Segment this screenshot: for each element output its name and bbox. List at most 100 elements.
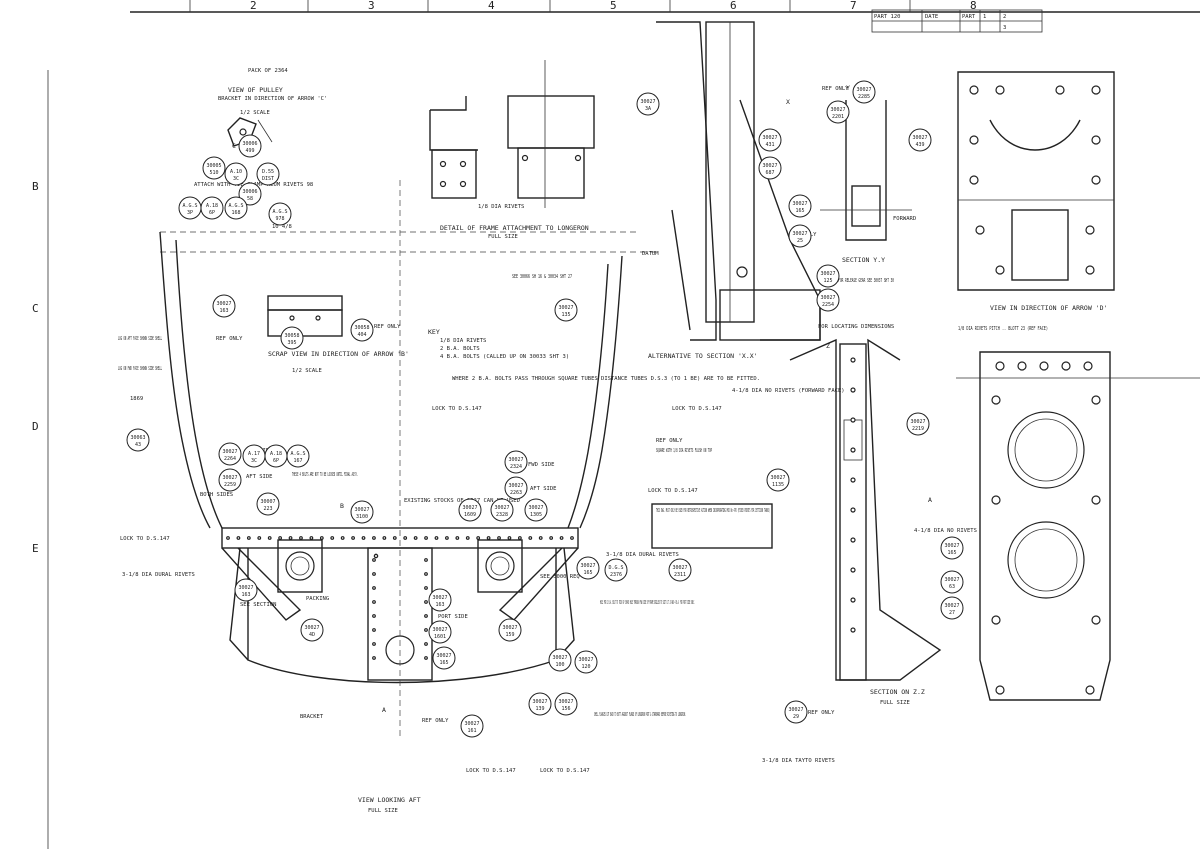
balloon-id: 30027 bbox=[912, 135, 927, 141]
balloon-id: 30027 bbox=[304, 625, 319, 631]
balloon-sub: 431 bbox=[765, 142, 774, 148]
balloon-sub: 167 bbox=[293, 458, 302, 464]
balloon-sub: 2201 bbox=[832, 114, 844, 120]
balloon-id: 30027 bbox=[464, 721, 479, 727]
balloon-id: 30058 bbox=[354, 325, 369, 331]
balloon-id: 30027 bbox=[640, 99, 655, 105]
key-3: 4 B.A. BOLTS (CALLED UP ON 30033 SHT 3) bbox=[440, 354, 569, 360]
balloon-id: 30006 bbox=[242, 141, 257, 147]
balloon-sub: 2285 bbox=[858, 94, 870, 100]
key-2: 2 B.A. BOLTS bbox=[440, 346, 480, 352]
four-rivets-note-b: 4-1/8 DIA NO RIVETS bbox=[914, 528, 977, 534]
grid-col-2: 2 bbox=[250, 0, 257, 12]
balloon-sub: 135 bbox=[561, 312, 570, 318]
balloon-sub: 499 bbox=[245, 148, 254, 154]
both-sides-label: BOTH SIDES bbox=[200, 492, 233, 498]
lock-note-5: LOCK TO D.S.147 bbox=[466, 768, 516, 774]
balloon-sub: 100 bbox=[555, 662, 564, 668]
ref-only-6: REF ONLY bbox=[808, 710, 835, 716]
balloon-id: 30027 bbox=[672, 565, 687, 571]
balloon-sub: 4D bbox=[309, 632, 315, 638]
balloon-sub: 163 bbox=[219, 308, 228, 314]
pulley-title: VIEW OF PULLEY bbox=[228, 86, 283, 94]
right-bracket-view bbox=[956, 351, 1200, 701]
balloon-id: 30027 bbox=[462, 505, 477, 511]
balloon-sub: 2264 bbox=[224, 456, 236, 462]
title-cell-6: 3 bbox=[1003, 25, 1006, 31]
balloon-id: 30027 bbox=[788, 707, 803, 713]
title-cell-5: 2 bbox=[1003, 14, 1006, 20]
balloon-sub: 6P bbox=[209, 210, 215, 216]
balloon-sub: 1135 bbox=[772, 482, 784, 488]
balloon-sub: 25 bbox=[797, 238, 803, 244]
grid-col-4: 4 bbox=[488, 0, 495, 12]
section-zz-title: SECTION ON Z.Z bbox=[870, 688, 925, 696]
ref-only-4: REF ONLY bbox=[656, 438, 683, 444]
balloon-sub: 161 bbox=[467, 728, 476, 734]
balloon-id: 30005 bbox=[206, 163, 221, 169]
aft-side-label: AFT SIDE bbox=[246, 474, 273, 480]
lock-note-6: LOCK TO D.S.147 bbox=[540, 768, 590, 774]
balloon-id: A.18 bbox=[206, 203, 218, 209]
part-balloons: 30006499A.103CD.55DIST300055103000658A.G… bbox=[126, 80, 964, 738]
these-bolts-note: THESE 4 BOLTS ARE NOT TO BE LOCKED UNTIL… bbox=[292, 472, 358, 478]
balloon-id: 30027 bbox=[222, 449, 237, 455]
balloon-sub: 163 bbox=[435, 602, 444, 608]
section-zz: SECTION ON Z.Z FULL SIZE bbox=[789, 338, 942, 706]
lock-note-2: LOCK TO D.S.147 bbox=[672, 406, 722, 412]
shell-note: SHELL FLANGES CUT BACK TO BUTT AGAINST F… bbox=[594, 712, 686, 718]
frame-attachment-detail: 1/8 DIA RIVETS DETAIL OF FRAME ATTACHMEN… bbox=[429, 60, 595, 240]
balloon-id: A.G.S bbox=[290, 451, 305, 457]
balloon-id: 30007 bbox=[260, 499, 275, 505]
balloon-sub: 63 bbox=[949, 584, 955, 590]
ref-only-1: REF ONLY bbox=[216, 336, 243, 342]
balloon-sub: 3P bbox=[187, 210, 193, 216]
retrospective-note: THIS DWG. MUST ONLY BE USED FOR RETROSPE… bbox=[656, 508, 770, 514]
title-block: PART 120 DATE PART 1 2 3 bbox=[871, 9, 1043, 33]
grid-row-B: B bbox=[32, 180, 39, 193]
balloon-id: 30027 bbox=[354, 507, 369, 513]
arrow-a: A bbox=[928, 496, 932, 504]
grid-col-8: 8 bbox=[970, 0, 977, 12]
grid-col-5: 5 bbox=[610, 0, 617, 12]
bolts-note: SEE 3000 REQ'D bbox=[540, 574, 586, 580]
balloon-id: A.18 bbox=[270, 451, 282, 457]
scrap-view-scale: 1/2 SCALE bbox=[292, 368, 322, 374]
pulley-scale: 1/2 SCALE bbox=[240, 110, 270, 116]
view-direction-d: VIEW IN DIRECTION OF ARROW 'D' bbox=[957, 71, 1115, 312]
dim-10: 10 4/8 bbox=[272, 224, 292, 230]
frame-detail-title: DETAIL OF FRAME ATTACHMENT TO LONGERON bbox=[440, 224, 589, 232]
lock-note-4: LOCK TO D.S.147 bbox=[120, 536, 170, 542]
balloon-sub: 687 bbox=[765, 170, 774, 176]
balloon-id: 30027 bbox=[830, 107, 845, 113]
balloon-id: 30063 bbox=[130, 435, 145, 441]
alt-section-title: ALTERNATIVE TO SECTION 'X.X' bbox=[648, 352, 758, 360]
balloon-id: D.55 bbox=[262, 169, 274, 175]
balloon-sub: 439 bbox=[915, 142, 924, 148]
balloon-sub: 395 bbox=[287, 340, 296, 346]
